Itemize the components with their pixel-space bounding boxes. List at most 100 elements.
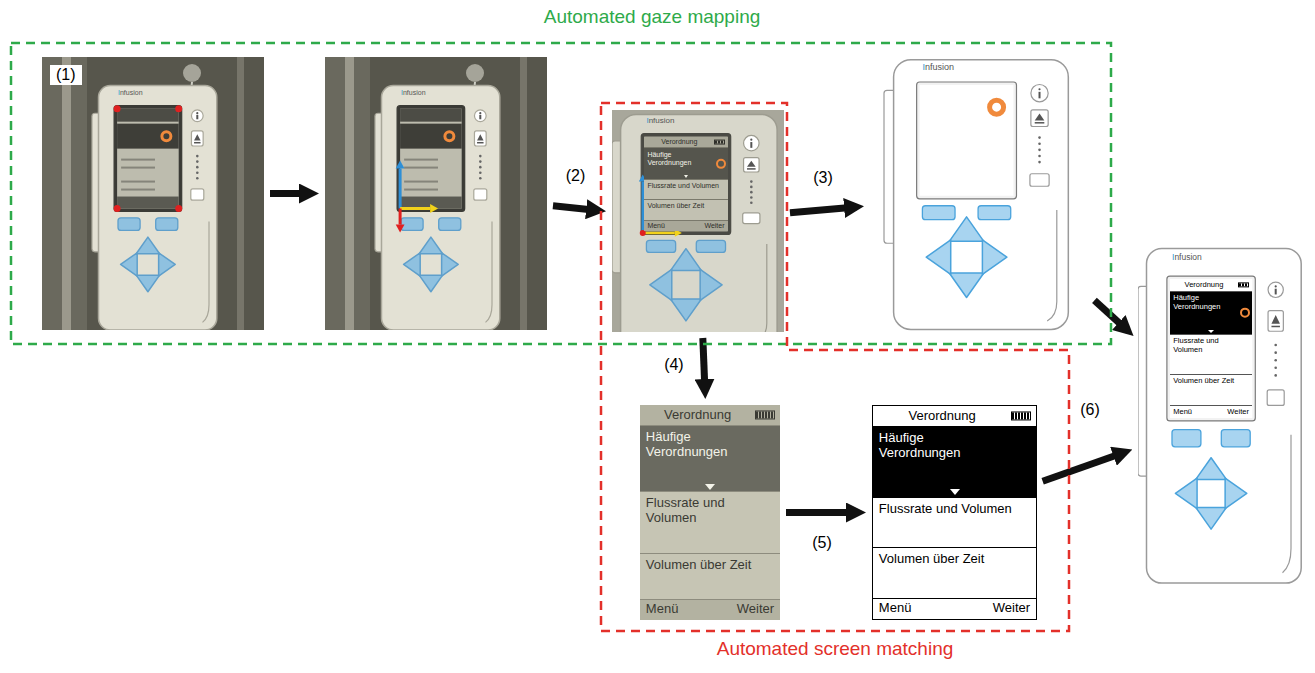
screen-header-bar	[400, 109, 462, 122]
eject-button	[474, 131, 486, 146]
battery-icon	[714, 140, 725, 145]
direction-key	[982, 240, 1006, 275]
status-dot	[1274, 359, 1277, 362]
soft-key	[922, 206, 955, 220]
menu-item: Volumen über Zeit	[1173, 376, 1234, 385]
device-body	[621, 114, 778, 332]
eject-glyph	[477, 134, 484, 140]
soft-key	[978, 206, 1011, 220]
screen-crop: VerordnungHäufige VerordnungenFlussrate …	[640, 405, 780, 620]
status-dot	[196, 171, 199, 174]
brand-logo: Infusion	[401, 89, 426, 96]
start-button	[743, 213, 760, 224]
flow-arrow	[1043, 452, 1125, 481]
device-contour	[203, 222, 210, 323]
status-dot	[1038, 161, 1041, 164]
info-button	[474, 110, 486, 122]
menu-row: Volumen über Zeit	[1170, 375, 1252, 406]
photo-illustration	[325, 57, 547, 330]
info-button	[1268, 282, 1283, 297]
status-dot	[1274, 351, 1277, 354]
status-dot	[1038, 149, 1041, 152]
corner-marker	[175, 205, 182, 212]
iv-pole	[237, 57, 244, 330]
status-dot	[196, 160, 199, 163]
screen-text-blur	[121, 167, 155, 169]
soft-key	[1172, 430, 1201, 447]
menu-item: Häufige Verordnungen	[646, 429, 728, 459]
screen-header: Verordnung	[644, 137, 727, 149]
info-glyph	[750, 142, 752, 148]
photo-wall	[42, 57, 87, 330]
status-dot	[479, 160, 482, 163]
info-glyph	[479, 115, 481, 119]
selected-menu-row: Häufige Verordnungen	[873, 427, 1036, 498]
gaze-marker	[716, 158, 726, 168]
device-drawing	[884, 60, 1068, 330]
device-illustration	[870, 55, 1090, 337]
soft-key	[401, 218, 423, 231]
menu-item: Flussrate und Volumen	[879, 501, 1012, 516]
axis-line	[643, 232, 675, 235]
start-button	[474, 189, 487, 200]
soft-key	[646, 240, 675, 252]
battery-icon	[1011, 412, 1031, 421]
axis-head	[430, 204, 438, 213]
scroll-triangle	[705, 484, 715, 490]
corner-marker	[175, 105, 182, 112]
axis-line	[400, 207, 430, 210]
screen-area	[920, 85, 1014, 196]
screen-footer: Menü Weiter	[873, 599, 1036, 619]
status-dot	[196, 155, 199, 158]
info-glyph	[1275, 289, 1277, 295]
device-body	[894, 60, 1069, 330]
direction-key	[1175, 478, 1197, 509]
status-dot	[479, 166, 482, 169]
start-button	[1267, 390, 1284, 406]
status-dot	[1038, 155, 1041, 158]
soft-key	[118, 218, 140, 231]
eject-glyph	[1035, 122, 1045, 124]
soft-key	[1221, 430, 1250, 447]
screen-title: Verordnung	[661, 138, 697, 145]
status-dot	[479, 155, 482, 158]
device-drawing	[1138, 248, 1301, 583]
menu-item: Volumen über Zeit	[879, 551, 985, 566]
direction-key	[926, 240, 950, 275]
soft-key-label: Weiter	[993, 601, 1030, 616]
axis-head	[396, 225, 405, 233]
brand-logo: Infusion	[646, 117, 674, 125]
menu-row: Volumen über Zeit	[640, 554, 780, 600]
dashed-border	[601, 103, 1069, 631]
selected-menu-row: Häufige Verordnungen	[640, 426, 780, 492]
status-dot	[1274, 344, 1277, 347]
eject-button	[1268, 311, 1283, 332]
photo-background	[42, 57, 264, 330]
menu-row: Volumen über Zeit	[644, 200, 727, 220]
device-contour	[1283, 435, 1292, 573]
menu-item: Flussrate und Volumen	[647, 182, 719, 189]
soft-key	[156, 218, 178, 231]
info-button	[191, 110, 203, 122]
status-dot	[750, 196, 753, 199]
screen-text-blur	[404, 159, 438, 161]
brand-logo: Infusion	[1172, 253, 1202, 262]
screen-area	[400, 109, 462, 209]
status-dot	[1274, 367, 1277, 370]
status-dot	[750, 180, 753, 183]
axes-photo: Infusion	[325, 57, 547, 330]
flow-arrow	[553, 206, 598, 211]
selected-menu-row: Häufige Verordnungen	[644, 148, 727, 179]
soft-key-label: Menü	[879, 601, 912, 616]
menu-item: Flussrate und Volumen	[1173, 336, 1218, 354]
info-glyph	[750, 139, 752, 141]
step-number: (2)	[564, 167, 588, 185]
brand-logo: Infusion	[922, 63, 954, 72]
soft-key-label: Weiter	[1227, 408, 1249, 417]
direction-key	[949, 217, 984, 241]
reference-screen: VerordnungHäufige VerordnungenFlussrate …	[872, 405, 1037, 620]
step-number: (4)	[662, 356, 686, 374]
device-contour	[758, 244, 767, 332]
device-contour	[1047, 210, 1057, 321]
